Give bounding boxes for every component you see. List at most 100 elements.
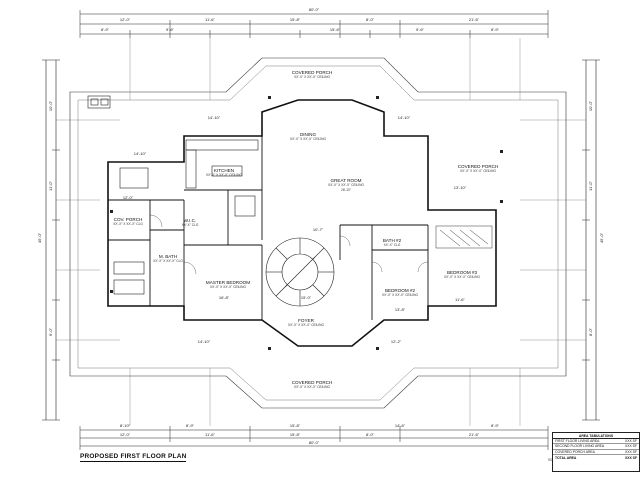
room-name: M. BATH [158, 254, 178, 259]
room-covered-porch-bottom: COVERED PORCH XX'-X" x XX'-X" CEILING [292, 380, 333, 390]
dimension-label: 10'-0" [588, 100, 593, 112]
room-area: XX'-X" CLG [181, 223, 199, 227]
row-value: XXX SF [624, 449, 637, 454]
dimension-label: 21'-6" [468, 432, 480, 437]
dimension-label: 14'-10" [207, 115, 221, 120]
area-tabulations-table: AREA TABULATIONS FIRST FLOOR LIVING AREA… [552, 432, 640, 472]
room-wic: W.I.C. XX'-X" CLG [182, 218, 199, 228]
dimension-label: 9'-6" [166, 27, 174, 32]
dimension-label: 11'-6" [205, 17, 215, 22]
legend-box [87, 95, 111, 109]
table-total-row: TOTAL AREA XXX SF [553, 455, 639, 460]
room-bedroom-2: BEDROOM #2 XX'-X" x XX'-X" CEILING [382, 288, 418, 298]
room-cov-porch-left: COV. PORCH XX'-X" x XX'-X" CLG [113, 217, 143, 227]
room-name: MASTER BEDROOM [205, 280, 251, 285]
dimension-label: 8'-9" [186, 423, 194, 428]
closet-hatch [435, 225, 493, 249]
table-row: SECOND FLOOR LIVING AREA XXX SF [553, 444, 639, 450]
room-bath-2: BATH #2 XX'-X" CLG [383, 238, 401, 248]
row-label: SECOND FLOOR LIVING AREA [555, 444, 605, 449]
row-label: COVERED PORCH AREA [555, 449, 595, 454]
room-covered-porch-top: COVERED PORCH XX'-X" x XX'-X" CEILING [292, 70, 333, 80]
room-name: W.I.C. [183, 218, 197, 223]
dimension-overall-top: 80'-0" [308, 7, 320, 12]
dimension-left-overall: 45'-0" [37, 232, 42, 244]
room-covered-porch-right: COVERED PORCH XX'-X" x XX'-X" CEILING [458, 164, 499, 174]
room-m-bath: M. BATH XX'-X" x XX'-X" CLG [153, 254, 183, 264]
room-name: DINING [299, 132, 317, 137]
dimension-label: 8'-0" [366, 17, 374, 22]
dimension-label: 8'-10" [119, 423, 131, 428]
reference-gridlines [56, 38, 586, 426]
roof-outline [69, 57, 567, 409]
outer-dimension-lines [42, 10, 600, 450]
room-master-bedroom: MASTER BEDROOM XX'-X" x XX'-X" CEILING [206, 280, 250, 290]
dimension-label: 15'-8" [289, 17, 301, 22]
room-great-room: GREAT ROOM XX'-X" x XX'-X" CEILING 28'-1… [328, 178, 364, 193]
exterior-walls [107, 99, 497, 347]
dimension-right-overall: 45'-0" [599, 232, 604, 244]
dimension-label: 11'-6" [205, 432, 215, 437]
dimension-label: 8'-0" [366, 432, 374, 437]
dimension-label: 14'-10" [197, 339, 211, 344]
room-kitchen: KITCHEN XX'-X" x XX'-X" CEILING [206, 168, 242, 178]
dimension-label: 12'-2" [390, 339, 402, 344]
room-name: GREAT ROOM [330, 178, 362, 183]
dimension-label: 12'-0" [119, 432, 131, 437]
room-name: BEDROOM #3 [446, 270, 478, 275]
porch-columns [110, 96, 503, 350]
dimension-label: 14'-6" [394, 423, 406, 428]
row-value: XXX SF [624, 444, 637, 449]
room-ceiling: 28'-10" [341, 188, 351, 192]
table-row: FIRST FLOOR LIVING AREA XXX SF [553, 439, 639, 445]
dimension-label: 21'-6" [468, 17, 480, 22]
dimension-label: 9'-6" [416, 27, 424, 32]
dimension-label: 15'-8" [289, 432, 301, 437]
dimension-label: 16'-8" [218, 295, 230, 300]
room-name: COVERED PORCH [457, 164, 499, 169]
dimension-label: 6'-0" [48, 328, 53, 336]
room-area: XX'-X" x XX'-X" CEILING [206, 173, 242, 177]
room-area: XX'-X" x XX'-X" CEILING [294, 75, 330, 79]
total-value: XXX SF [624, 455, 637, 460]
room-bedroom-3: BEDROOM #3 XX'-X" x XX'-X" CEILING [444, 270, 480, 280]
dimension-label: 11'-6" [455, 297, 465, 302]
dimension-label: 8'-9" [491, 423, 499, 428]
dimension-label: 11'-0" [48, 181, 53, 191]
room-area: XX'-X" x XX'-X" CEILING [382, 293, 418, 297]
table-row: COVERED PORCH AREA XXX SF [553, 450, 639, 455]
dimension-label: 11'-0" [588, 181, 593, 191]
room-area: XX'-X" x XX'-X" CEILING [210, 285, 246, 289]
dimension-label: 8'-0" [588, 328, 593, 336]
dimension-label: 12'-0" [122, 195, 134, 200]
room-name: KITCHEN [213, 168, 235, 173]
room-area: XX'-X" x XX'-X" CLG [153, 259, 183, 263]
roof-outline-inner [77, 65, 559, 401]
spiral-staircase [265, 237, 335, 307]
dimension-label: 8'-9" [491, 27, 499, 32]
room-area: XX'-X" x XX'-X" CEILING [290, 137, 326, 141]
plan-title: PROPOSED FIRST FLOOR PLAN [80, 453, 187, 462]
dimension-label: 15'-6" [329, 27, 341, 32]
room-area: XX'-X" CLG [383, 243, 401, 247]
dimension-overall-bottom: 80'-0" [308, 440, 320, 445]
room-area: XX'-X" x XX'-X" CEILING [328, 183, 364, 187]
dimension-label: 12'-0" [119, 17, 131, 22]
room-foyer: FOYER XX'-X" x XX'-X" CEILING [288, 318, 324, 328]
dimension-label: 15'-0" [300, 295, 312, 300]
area-tabulations-title: AREA TABULATIONS [553, 433, 639, 440]
row-label: FIRST FLOOR LIVING AREA [555, 439, 600, 444]
room-name: BEDROOM #2 [384, 288, 416, 293]
room-area: XX'-X" x XX'-X" CLG [113, 222, 143, 226]
room-area: XX'-X" x XX'-X" CEILING [294, 385, 330, 389]
room-name: BATH #2 [382, 238, 402, 243]
dimension-label: 10'-7" [312, 227, 324, 232]
dimension-label: 14'-10" [133, 151, 147, 156]
dimension-label: 15'-8" [289, 423, 301, 428]
row-value: XXX SF [624, 439, 637, 444]
room-name: COVERED PORCH [291, 70, 333, 75]
room-name: FOYER [298, 318, 314, 323]
room-name: COV. PORCH [113, 217, 143, 222]
door-swings [149, 214, 429, 275]
dimension-label: 13'-10" [453, 185, 467, 190]
